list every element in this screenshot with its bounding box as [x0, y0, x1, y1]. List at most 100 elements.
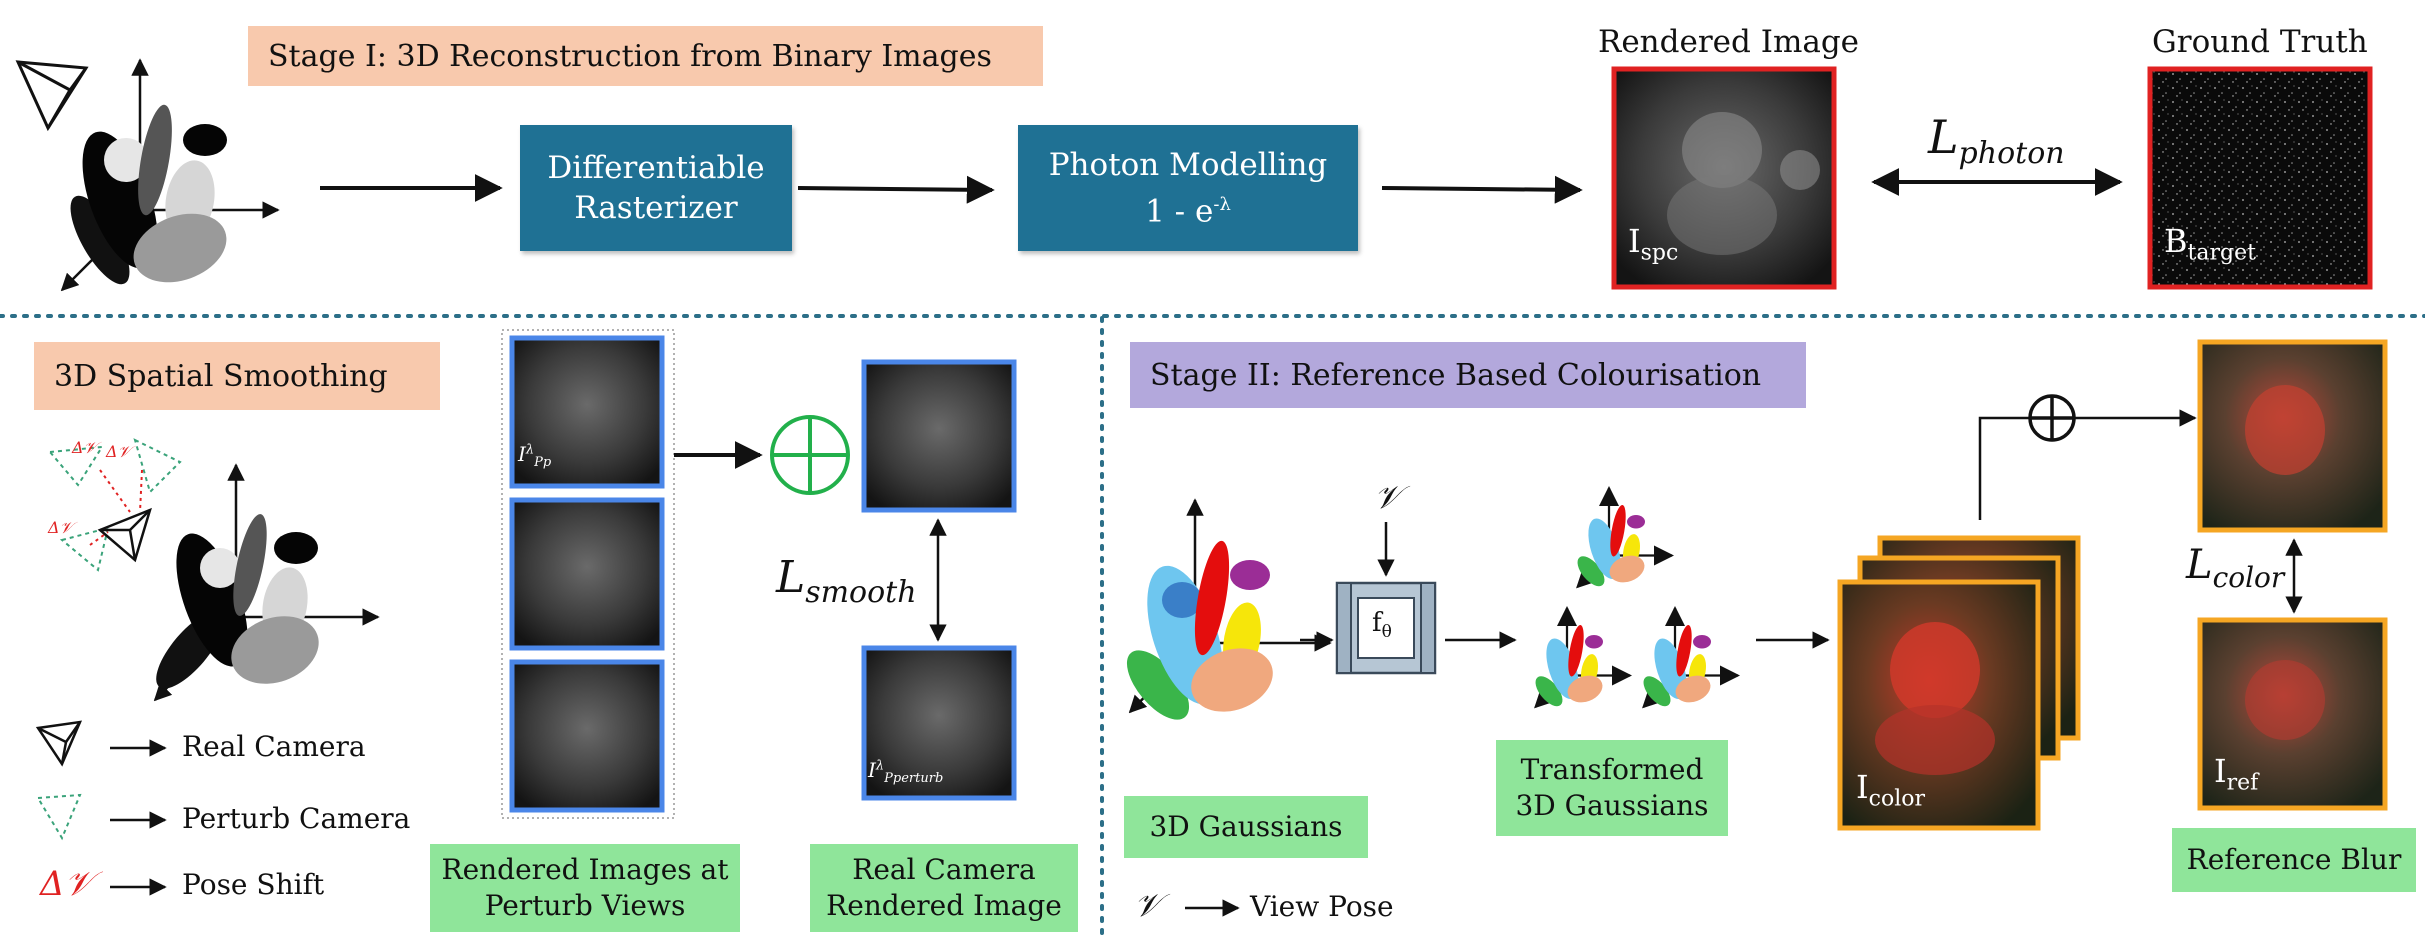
delta-pose-label-2: Δ𝒱 [106, 442, 131, 461]
arrow-to-rendered [1381, 175, 1583, 204]
perturb-stack-frame [501, 329, 675, 819]
ground-truth-title: Ground Truth [2152, 24, 2368, 60]
rendered-image [1611, 66, 1837, 290]
photon-formula-base: 1 - e [1145, 193, 1214, 230]
color-loss-label: Lcolor [2186, 542, 2284, 594]
photon-line1: Photon Modelling [1048, 146, 1328, 183]
perturb-view-label-main: I [518, 442, 526, 466]
perturb-cameras-icon [47, 438, 182, 572]
ground-truth-label-main: B [2164, 222, 2188, 260]
sum-result-image [861, 359, 1017, 513]
reference-image-label-main: I [2214, 752, 2227, 790]
rasterizer-line1: Differentiable [547, 150, 765, 186]
box-3d-gaussians: 3D Gaussians [1124, 796, 1368, 858]
reference-image-label-sub: ref [2226, 770, 2259, 796]
rendered-image-label-main: I [1628, 222, 1641, 260]
sum-circle-icon [770, 415, 850, 495]
box-transformed-line1: Transformed [1520, 753, 1704, 786]
color-loss-sub: color [2212, 561, 2285, 594]
reference-image-label: Iref [2214, 752, 2258, 795]
rendered-image-label: Ispc [1628, 222, 1678, 265]
rasterizer-line2: Rasterizer [574, 190, 738, 226]
legend-perturb-camera-icon [36, 793, 82, 841]
view-symbol-top: 𝒱 [1374, 478, 1401, 516]
rendered-image-title: Rendered Image [1598, 24, 1860, 60]
stage2-title-text: Stage II: Reference Based Colourisation [1150, 357, 1762, 393]
box-perturb-views-line1: Rendered Images at [441, 853, 729, 886]
f-theta-label: fθ [1372, 608, 1392, 642]
stage1-title-text: Stage I: 3D Reconstruction from Binary I… [268, 38, 992, 74]
reference-image [2197, 617, 2388, 811]
photon-box: Photon Modelling 1 - e-λ [1018, 125, 1358, 251]
box-transformed-gaussians: Transformed 3D Gaussians [1496, 740, 1728, 836]
box-perturb-views-line2: Perturb Views [484, 889, 686, 922]
legend-camera-icon [35, 720, 83, 767]
smooth-loss-symbol: L [776, 552, 806, 603]
view-symbol-legend: 𝒱 [1134, 886, 1161, 924]
smoothing-gaussians [153, 463, 380, 702]
pose-shift-lines [89, 469, 143, 546]
photon-loss-label: Lphoton [1928, 110, 2065, 171]
transformed-gaussians-right [1642, 605, 1741, 709]
stage2-gaussians [1126, 498, 1332, 720]
rendered-image-label-sub: spc [1640, 240, 1679, 266]
color-image-label-main: I [1856, 768, 1869, 806]
reference-blur-top-image [2197, 339, 2388, 533]
arrow-to-photon [797, 175, 995, 204]
legend-pose-shift-symbol: Δ𝒱 [40, 864, 93, 904]
stage2-title: Stage II: Reference Based Colourisation [1130, 342, 1806, 408]
box-3d-gaussians-text: 3D Gaussians [1149, 810, 1343, 843]
transformed-gaussians-left [1534, 605, 1633, 709]
stage1-camera-icon [15, 60, 89, 132]
color-image-stack [1837, 535, 2081, 831]
perturb-view-1 [509, 335, 665, 489]
real-view-label-main: I [868, 758, 876, 782]
stage1-title: Stage I: 3D Reconstruction from Binary I… [248, 26, 1043, 86]
box-transformed-line2: 3D Gaussians [1515, 789, 1709, 822]
real-camera-small-icon [97, 507, 152, 563]
perturb-view-3 [509, 659, 665, 813]
perturb-view-label-sup: λ [525, 442, 535, 458]
real-view-label-sub: Pperturb [884, 771, 944, 786]
delta-pose-label-1: Δ𝒱 [72, 438, 97, 457]
stage1-gaussians [60, 58, 280, 292]
smooth-loss-sub: smooth [805, 574, 917, 610]
plus-circle-icon [2028, 394, 2076, 442]
smoothing-title-text: 3D Spatial Smoothing [54, 358, 388, 394]
perturb-view-2 [509, 497, 665, 651]
smooth-loss-label: Lsmooth [776, 552, 917, 610]
view-pose-label: View Pose [1250, 890, 1394, 923]
real-view-label-sup: λ [875, 758, 885, 774]
ground-truth-label: Btarget [2164, 222, 2256, 265]
legend-pose-shift: Pose Shift [182, 868, 325, 901]
arrow-to-reference [1978, 409, 2197, 520]
color-image-label-sub: color [1868, 786, 1926, 812]
f-theta-label-main: f [1372, 608, 1382, 638]
box-real-camera-line1: Real Camera [852, 853, 1036, 886]
ground-truth-label-sub: target [2187, 240, 2256, 266]
color-image-label: Icolor [1856, 768, 1925, 811]
f-theta-label-sub: θ [1381, 622, 1392, 643]
photon-formula-exp: -λ [1213, 193, 1231, 215]
box-real-camera-line2: Rendered Image [826, 889, 1062, 922]
ground-truth-image [2147, 66, 2373, 290]
rasterizer-box: Differentiable Rasterizer [520, 125, 792, 251]
delta-pose-label-3: Δ𝒱 [48, 518, 73, 537]
f-theta-network [1335, 581, 1437, 675]
photon-loss-sub: photon [1958, 136, 2065, 172]
box-reference-blur: Reference Blur [2172, 828, 2416, 892]
box-real-camera: Real Camera Rendered Image [810, 844, 1078, 932]
legend-real-camera: Real Camera [182, 730, 366, 763]
legend-perturb-camera: Perturb Camera [182, 802, 411, 835]
real-view-label: IλPperturb [868, 758, 943, 786]
smoothing-title: 3D Spatial Smoothing [34, 342, 440, 410]
color-loss-symbol: L [2186, 542, 2213, 588]
perturb-view-label-sub: Pp [534, 455, 552, 470]
real-camera-rendered-image [861, 645, 1017, 801]
transformed-gaussians-top [1576, 485, 1675, 589]
box-perturb-views: Rendered Images at Perturb Views [430, 844, 740, 932]
photon-formula: 1 - e-λ [1145, 185, 1231, 231]
box-reference-blur-text: Reference Blur [2186, 843, 2402, 876]
photon-loss-symbol: L [1928, 110, 1959, 164]
